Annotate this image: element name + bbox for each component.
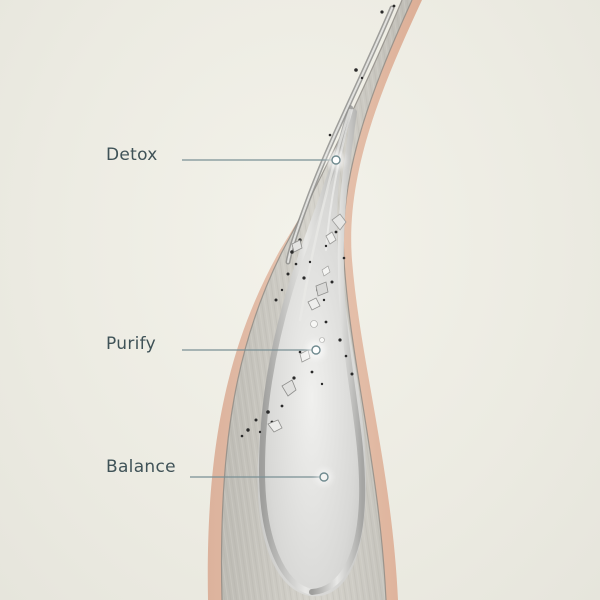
callout-leaders [182,159,332,478]
callout-label-balance: Balance [106,457,176,477]
callout-label-purify: Purify [106,334,156,354]
marker-dot-detox [331,155,341,165]
marker-dot-purify [311,345,321,355]
inner-tube-left [258,105,353,595]
crystal-fragments [267,213,347,433]
marker-dot-balance [319,472,329,482]
inner-tube-right [309,109,366,595]
particle-dots [240,4,396,438]
callout-label-detox: Detox [106,145,158,165]
callout-markers [307,151,345,485]
